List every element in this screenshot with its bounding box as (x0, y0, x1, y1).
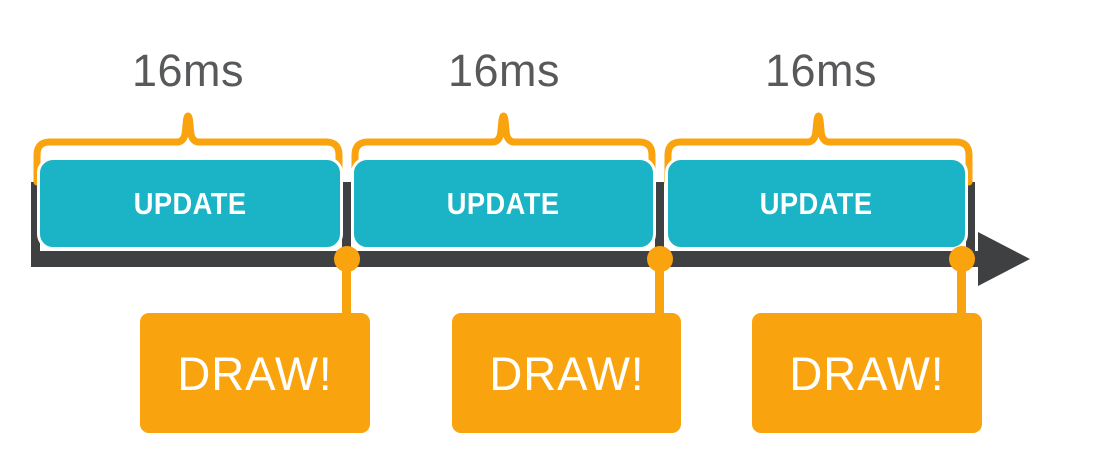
draw-label: DRAW! (177, 346, 333, 400)
update-block: UPDATE (351, 157, 656, 250)
update-label: UPDATE (447, 185, 560, 221)
draw-label: DRAW! (789, 346, 945, 400)
vsync-dot (334, 246, 360, 272)
vsync-dot (647, 246, 673, 272)
timeline-bar (31, 251, 980, 267)
timeline-arrow-head-icon (978, 232, 1030, 286)
draw-connector-line (342, 258, 351, 318)
draw-connector-line (957, 258, 966, 318)
frame-boundary-tick (342, 182, 351, 267)
draw-label: DRAW! (488, 346, 645, 400)
draw-connector-line (655, 258, 664, 318)
draw-box: DRAW! (752, 313, 982, 433)
update-block: UPDATE (37, 157, 343, 250)
draw-box: DRAW! (452, 313, 681, 433)
curly-brace-icon (664, 112, 973, 186)
draw-box: DRAW! (140, 313, 370, 433)
frame-boundary-tick (966, 182, 975, 267)
update-block: UPDATE (665, 157, 968, 250)
frame-duration-label: 16ms (764, 45, 878, 96)
frame-duration-label: 16ms (447, 45, 561, 96)
curly-brace-icon (33, 112, 343, 186)
frame-boundary-tick (655, 182, 664, 267)
frame-duration-label: 16ms (131, 45, 245, 96)
update-label: UPDATE (760, 185, 873, 221)
curly-brace-icon (351, 112, 656, 186)
update-label: UPDATE (133, 185, 247, 221)
frame-boundary-tick (31, 182, 40, 267)
vsync-dot (949, 246, 975, 272)
